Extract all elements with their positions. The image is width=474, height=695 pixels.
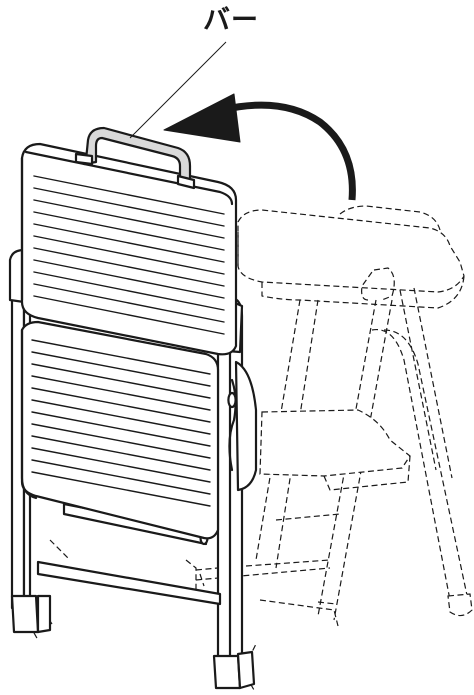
bar-callout-label: バー [203,5,259,36]
unfolded-stool-outline [19,205,473,691]
bar-callout-leader [129,41,227,139]
top-step-treads [33,175,225,335]
top-step [20,142,238,356]
folded-stool [8,126,258,690]
right-foot [212,654,242,690]
left-foot [10,594,40,634]
fold-direction-arrow [163,93,356,201]
lower-cross-bar [36,560,222,606]
lower-step-treads [31,339,211,507]
